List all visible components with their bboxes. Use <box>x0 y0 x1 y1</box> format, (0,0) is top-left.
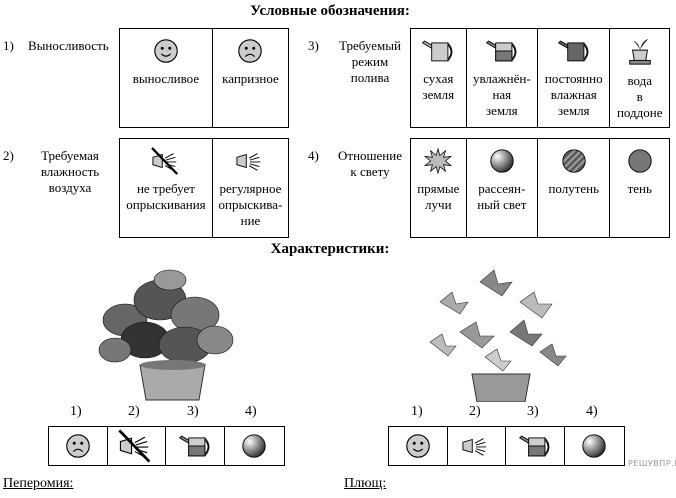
plant-cell <box>166 427 225 465</box>
legend-cell-text: регулярное опрыскива- ние <box>218 181 283 228</box>
legend-label-humidity: Требуемая влажность воздуха <box>40 148 100 195</box>
legend-num-2: 2) <box>3 148 14 163</box>
plant-cell <box>108 427 166 465</box>
legend-cell: полутень <box>538 139 611 237</box>
legend-title: Условные обозначения: <box>250 3 410 19</box>
legend-cell: не требует опрыскивания <box>120 139 213 237</box>
legend-table-light: прямые лучи рассеян- ный свет полутень т… <box>410 138 670 238</box>
partial-shade-icon <box>560 147 588 175</box>
legend-cell-text: рассеян- ный свет <box>477 181 527 212</box>
plant-col-num: 3) <box>527 404 539 419</box>
peperomia-icon-table <box>48 426 285 466</box>
spray-icon <box>459 432 493 460</box>
plant-cell <box>448 427 506 465</box>
shade-icon <box>626 147 654 175</box>
plant-col-num: 3) <box>187 404 199 419</box>
watering-can-full-icon <box>556 37 592 65</box>
legend-cell: капризное <box>213 29 288 127</box>
peperomia-label: Пеперомия: <box>3 476 74 491</box>
sad-icon <box>64 432 92 460</box>
legend-cell: прямые лучи <box>411 139 467 237</box>
legend-table-watering: сухая земля увлажнён- ная земля постоянн… <box>410 28 670 128</box>
legend-cell-text: полутень <box>548 181 600 196</box>
peperomia-photo <box>98 269 234 401</box>
watering-can-half-icon <box>177 432 213 460</box>
legend-label-hardiness: Выносливость <box>28 38 109 53</box>
watering-can-half-icon <box>517 432 553 460</box>
diffused-light-icon <box>240 430 268 462</box>
legend-cell: сухая земля <box>411 29 467 127</box>
legend-cell: выносливое <box>120 29 213 127</box>
plant-cell <box>565 427 624 465</box>
watermark: РЕШУВПР.РФ <box>628 459 676 468</box>
characteristics-title: Характеристики: <box>270 241 390 257</box>
legend-num-1: 1) <box>3 38 14 53</box>
legend-cell: увлажнён- ная земля <box>467 29 539 127</box>
legend-label-light: Отношение к свету <box>338 148 402 179</box>
legend-label-watering: Требуемый режим полива <box>339 38 401 85</box>
legend-cell: рассеян- ный свет <box>467 139 539 237</box>
plant-col-num: 4) <box>586 404 598 419</box>
legend-cell-text: увлажнён- ная земля <box>472 71 531 118</box>
smile-icon <box>152 37 180 65</box>
sad-icon <box>236 37 264 65</box>
plant-col-num: 2) <box>128 404 140 419</box>
pot-tray-icon <box>626 37 654 67</box>
legend-table-hardiness: выносливое капризное <box>119 28 289 128</box>
legend-cell-text: сухая земля <box>422 71 455 102</box>
legend-cell-text: постоянно влажная земля <box>544 71 603 118</box>
plant-col-num: 4) <box>245 404 257 419</box>
legend-cell-text: прямые лучи <box>417 181 460 212</box>
legend-num-4: 4) <box>308 148 319 163</box>
watering-can-half-icon <box>484 37 520 65</box>
diffused-light-icon <box>488 147 516 175</box>
ivy-photo <box>429 269 567 402</box>
plant-col-num: 2) <box>469 404 481 419</box>
legend-cell-text: не требует опрыскивания <box>126 181 206 212</box>
plant-col-num: 1) <box>411 404 423 419</box>
watering-can-empty-icon <box>420 37 456 65</box>
spray-icon <box>233 147 267 175</box>
legend-cell-text: тень <box>627 181 652 196</box>
no-spray-icon <box>116 429 156 463</box>
legend-num-3: 3) <box>308 38 319 53</box>
legend-cell: регулярное опрыскива- ние <box>213 139 288 237</box>
legend-cell: тень <box>610 139 669 237</box>
legend-cell-text: капризное <box>222 71 279 86</box>
plant-col-num: 1) <box>70 404 82 419</box>
direct-sun-icon <box>424 147 452 175</box>
ivy-icon-table <box>388 426 625 466</box>
legend-cell-text: вода в поддоне <box>616 73 663 120</box>
legend-table-humidity: не требует опрыскивания регулярное опрыс… <box>119 138 289 238</box>
legend-cell: постоянно влажная земля <box>538 29 611 127</box>
ivy-label: Плющ: <box>344 476 387 491</box>
legend-cell-text: выносливое <box>132 71 200 86</box>
plant-cell <box>389 427 448 465</box>
smile-icon <box>404 432 432 460</box>
legend-cell: вода в поддоне <box>610 29 669 127</box>
plant-cell <box>49 427 108 465</box>
diffused-light-icon <box>580 430 608 462</box>
no-spray-icon <box>149 147 183 175</box>
plant-cell <box>506 427 565 465</box>
plant-cell <box>225 427 284 465</box>
